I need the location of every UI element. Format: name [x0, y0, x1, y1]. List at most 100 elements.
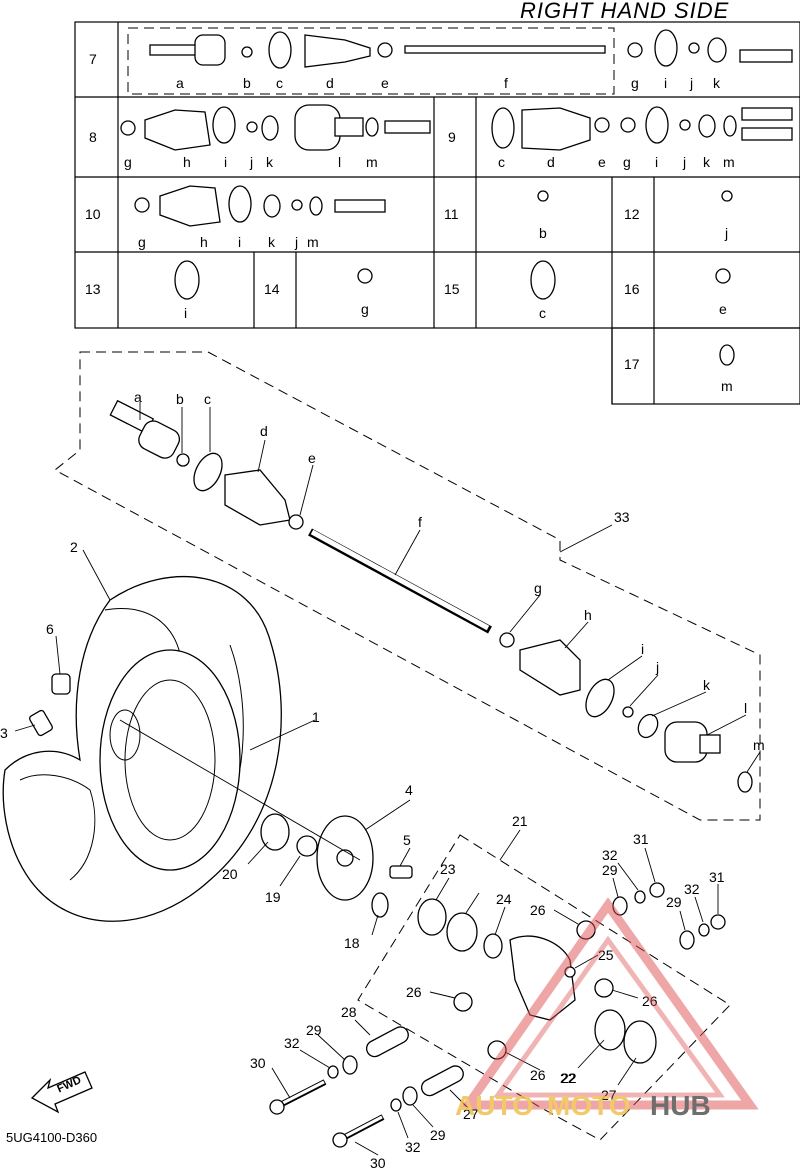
svg-text:i: i [664, 75, 667, 91]
svg-text:29: 29 [306, 1022, 322, 1038]
svg-text:k: k [268, 234, 276, 250]
kit-row-7-letters: a b c d e f g i j k [176, 75, 721, 91]
svg-text:20: 20 [222, 866, 238, 882]
kit-17-letter: m [721, 378, 733, 394]
svg-text:j: j [689, 75, 693, 91]
svg-text:3: 3 [0, 725, 8, 741]
kit-row-9-letters: c d e g i j k m [498, 154, 735, 170]
svg-text:b: b [243, 75, 251, 91]
label-32-d: 32 [405, 1139, 421, 1155]
svg-text:h: h [584, 607, 592, 623]
svg-text:i: i [655, 154, 658, 170]
kit-row-8-parts [120, 104, 431, 151]
label-29-c: 29 [666, 894, 682, 910]
svg-text:i: i [238, 234, 241, 250]
svg-text:j: j [249, 154, 253, 170]
svg-text:m: m [307, 234, 319, 250]
label-29-b: 29 [602, 862, 618, 878]
svg-text:e: e [598, 154, 606, 170]
svg-text:g: g [534, 580, 542, 596]
svg-text:21: 21 [512, 813, 528, 829]
knuckle-labels: 21 22 23 24 25 26 27 28 29 30 31 32 [250, 813, 649, 1103]
svg-text:g: g [623, 154, 631, 170]
label-28-b: 27 [463, 1106, 479, 1122]
svg-text:j: j [294, 234, 298, 250]
svg-text:i: i [224, 154, 227, 170]
fwd-arrow: FWD [30, 1071, 93, 1114]
diagram-title: RIGHT HAND SIDE [520, 0, 729, 23]
svg-text:h: h [200, 234, 208, 250]
kit-row-10-letters: g h i k j m [138, 234, 319, 250]
kit-num-12: 12 [624, 206, 640, 222]
kit-num-14: 14 [264, 281, 280, 297]
svg-text:5: 5 [403, 832, 411, 848]
svg-text:m: m [753, 737, 765, 753]
kit-12-letter: j [724, 225, 728, 241]
svg-text:h: h [183, 154, 191, 170]
svg-text:g: g [631, 75, 639, 91]
shaft-labels: a b c d e f g h i j k l m 33 [134, 389, 765, 753]
kit-num-7: 7 [89, 51, 97, 67]
svg-text:e: e [381, 75, 389, 91]
svg-text:l: l [338, 154, 341, 170]
svg-text:28: 28 [341, 1004, 357, 1020]
label-30-b: 30 [370, 1155, 386, 1169]
label-32-c: 32 [284, 1035, 300, 1051]
svg-text:m: m [723, 154, 735, 170]
kit-num-17: 17 [624, 356, 640, 372]
svg-text:d: d [260, 423, 268, 439]
watermark-logo: AUTO MOTO HUB [455, 897, 759, 1121]
svg-text:24: 24 [496, 891, 512, 907]
svg-text:6: 6 [46, 621, 54, 637]
kit-num-8: 8 [89, 129, 97, 145]
svg-text:1: 1 [312, 709, 320, 725]
svg-text:i: i [641, 641, 644, 657]
svg-text:d: d [326, 75, 334, 91]
svg-text:31: 31 [633, 831, 649, 847]
diagram-code: 5UG4100-D360 [6, 1130, 97, 1145]
kit-num-10: 10 [85, 206, 101, 222]
svg-text:22: 22 [561, 1070, 577, 1086]
svg-text:33: 33 [614, 509, 630, 525]
svg-text:l: l [744, 700, 747, 716]
watermark-moto: MOTO [547, 1090, 630, 1121]
svg-text:k: k [713, 75, 721, 91]
svg-text:32: 32 [602, 847, 618, 863]
kit-15-letter: c [539, 305, 546, 321]
svg-text:f: f [418, 514, 422, 530]
svg-text:c: c [204, 391, 211, 407]
svg-text:d: d [547, 154, 555, 170]
label-29-d: 29 [430, 1127, 446, 1143]
label-31-b: 31 [709, 869, 725, 885]
svg-text:f: f [504, 75, 508, 91]
kit-14-letter: g [361, 301, 369, 317]
label-26-d: 26 [530, 1067, 546, 1083]
svg-text:18: 18 [344, 935, 360, 951]
kit-16-letter: e [719, 301, 727, 317]
kit-num-16: 16 [624, 281, 640, 297]
knuckle-assembly: 21 22 23 24 25 26 27 28 29 30 31 32 26 2… [250, 813, 731, 1169]
svg-text:j: j [655, 659, 659, 675]
kit-11-letter: b [539, 225, 547, 241]
watermark-hub: HUB [650, 1090, 711, 1121]
kit-row-8-letters: g h i j k l m [124, 154, 378, 170]
svg-text:k: k [703, 154, 711, 170]
svg-text:b: b [176, 391, 184, 407]
wheel-assembly: 1 2 3 4 5 6 18 19 20 [0, 539, 413, 951]
svg-text:g: g [124, 154, 132, 170]
wheel-labels: 1 2 3 4 5 6 18 19 20 [0, 539, 413, 951]
kit-row-9-parts [491, 106, 793, 151]
kit-row-10-parts [134, 185, 386, 227]
svg-text:e: e [308, 450, 316, 466]
svg-text:25: 25 [598, 947, 614, 963]
svg-text:19: 19 [265, 889, 281, 905]
kit-num-9: 9 [448, 129, 456, 145]
watermark-auto: AUTO [455, 1090, 534, 1121]
svg-text:k: k [266, 154, 274, 170]
svg-text:30: 30 [250, 1055, 266, 1071]
svg-text:23: 23 [440, 861, 456, 877]
kit-row-7-parts [149, 29, 793, 69]
svg-text:2: 2 [70, 539, 78, 555]
svg-text:4: 4 [405, 782, 413, 798]
